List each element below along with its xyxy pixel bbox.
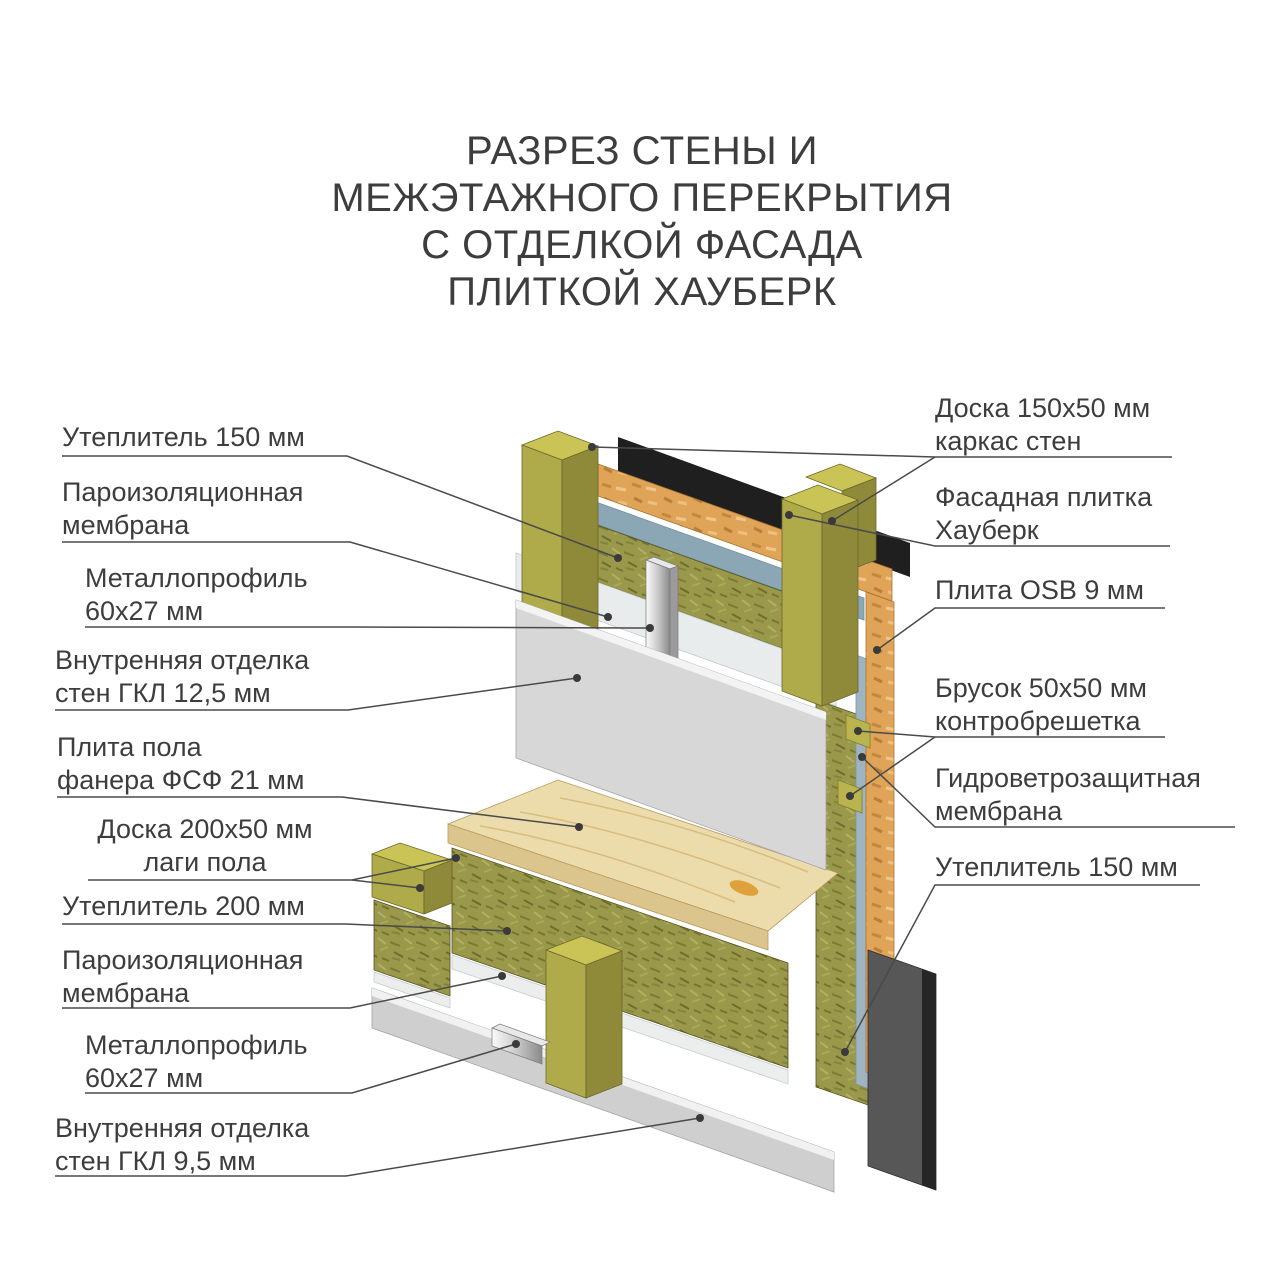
floor-joist-end	[370, 842, 454, 915]
floor-post	[544, 935, 624, 1099]
leader-dot	[828, 517, 836, 525]
leader-line	[876, 607, 1165, 651]
joist-end-insulation-face	[373, 899, 451, 997]
drywall-panel-upper	[515, 599, 827, 871]
label-insulation-150-right: Утеплитель 150 мм	[935, 852, 1178, 882]
label-wall-frame-board: Доска 150х50 мм каркас стен	[935, 393, 1151, 456]
leader-line	[55, 677, 578, 711]
leader-dot	[452, 854, 460, 862]
plywood-grain	[479, 825, 736, 903]
leader-dot	[575, 823, 583, 831]
leader-line	[831, 456, 936, 522]
leader-line	[55, 1117, 701, 1177]
joist-end-membrane-face	[373, 971, 451, 1009]
leader-dot	[696, 1114, 704, 1122]
label-metal-profile-top: Металлопрофиль 60х27 мм	[85, 563, 308, 626]
leader-line	[351, 879, 421, 889]
wall-stud-right	[780, 484, 860, 707]
leader-dot	[588, 443, 596, 451]
leader-lines	[55, 446, 1235, 1177]
leader-line	[849, 736, 936, 797]
floor-plywood	[446, 779, 839, 951]
leader-line	[788, 514, 1170, 547]
leader-line	[85, 1043, 517, 1094]
label-hauberk-tile: Фасадная плитка Хауберк	[935, 482, 1153, 545]
facade-tile-panel-lower-edge	[922, 969, 936, 1190]
leader-dot	[512, 1040, 520, 1048]
label-gkl-9-5: Внутренняя отделка стен ГКЛ 9,5 мм	[55, 1113, 310, 1176]
leader-dot	[854, 727, 862, 735]
label-insulation-150: Утеплитель 150 мм	[62, 422, 305, 452]
diagram-title: РАЗРЕЗ СТЕНЫ И МЕЖЭТАЖНОГО ПЕРЕКРЫТИЯ С …	[331, 129, 953, 314]
label-osb-board: Плита OSB 9 мм	[935, 575, 1144, 605]
leader-dot	[614, 554, 622, 562]
label-counter-batten: Брусок 50х50 мм контробрешетка	[935, 673, 1147, 736]
leader-dots	[416, 443, 881, 1122]
leader-dot	[646, 624, 654, 632]
floor-joist-end-side	[423, 859, 453, 915]
label-floor-joists: Доска 200х50 мм лаги пола	[97, 814, 313, 877]
label-hydro-wind-membrane: Гидроветрозащитная мембрана	[935, 763, 1201, 826]
joist-end-insulation	[373, 899, 451, 997]
plywood-grain	[559, 797, 809, 873]
leader-line	[85, 626, 651, 629]
wall-stud-left	[520, 430, 600, 649]
label-floor-plywood: Плита пола фанера ФСФ 21 мм	[57, 732, 305, 795]
floor-plywood-edge	[447, 823, 769, 951]
leader-dot	[841, 1048, 849, 1056]
leader-dot	[498, 972, 506, 980]
leader-line	[861, 756, 1235, 828]
label-vapor-membrane-top: Пароизоляционная мембрана	[62, 477, 304, 540]
floor-post-front	[545, 949, 587, 1099]
wall-stud-right-front	[781, 498, 823, 707]
label-vapor-membrane-bottom: Пароизоляционная мембрана	[62, 945, 304, 1008]
plywood-knot	[729, 880, 759, 896]
leader-dot	[873, 646, 881, 654]
wall-stud-right-side	[821, 499, 859, 707]
leader-dot	[846, 792, 854, 800]
joist-end-membrane	[373, 971, 451, 1009]
leader-line	[57, 796, 580, 828]
leader-dot	[604, 613, 612, 621]
drywall-panel-upper-edge	[516, 600, 826, 720]
leader-dot	[858, 753, 866, 761]
leader-line	[62, 923, 508, 932]
label-metal-profile-bottom: Металлопрофиль 60х27 мм	[85, 1030, 308, 1093]
leader-dot	[785, 511, 793, 519]
leader-dot	[416, 884, 424, 892]
leader-line	[62, 541, 609, 618]
plywood-grain	[519, 811, 781, 889]
leader-line	[62, 975, 503, 1009]
facade-tile-panel-lower	[867, 949, 937, 1191]
leader-line	[844, 884, 1200, 1053]
floor-post-side	[585, 950, 623, 1099]
label-gkl-12-5: Внутренняя отделка стен ГКЛ 12,5 мм	[55, 645, 310, 708]
label-insulation-200: Утеплитель 200 мм	[62, 891, 305, 921]
leader-line	[62, 455, 619, 559]
wall-stud-left-side	[561, 445, 599, 649]
leader-dot	[503, 927, 511, 935]
leader-dot	[573, 674, 581, 682]
